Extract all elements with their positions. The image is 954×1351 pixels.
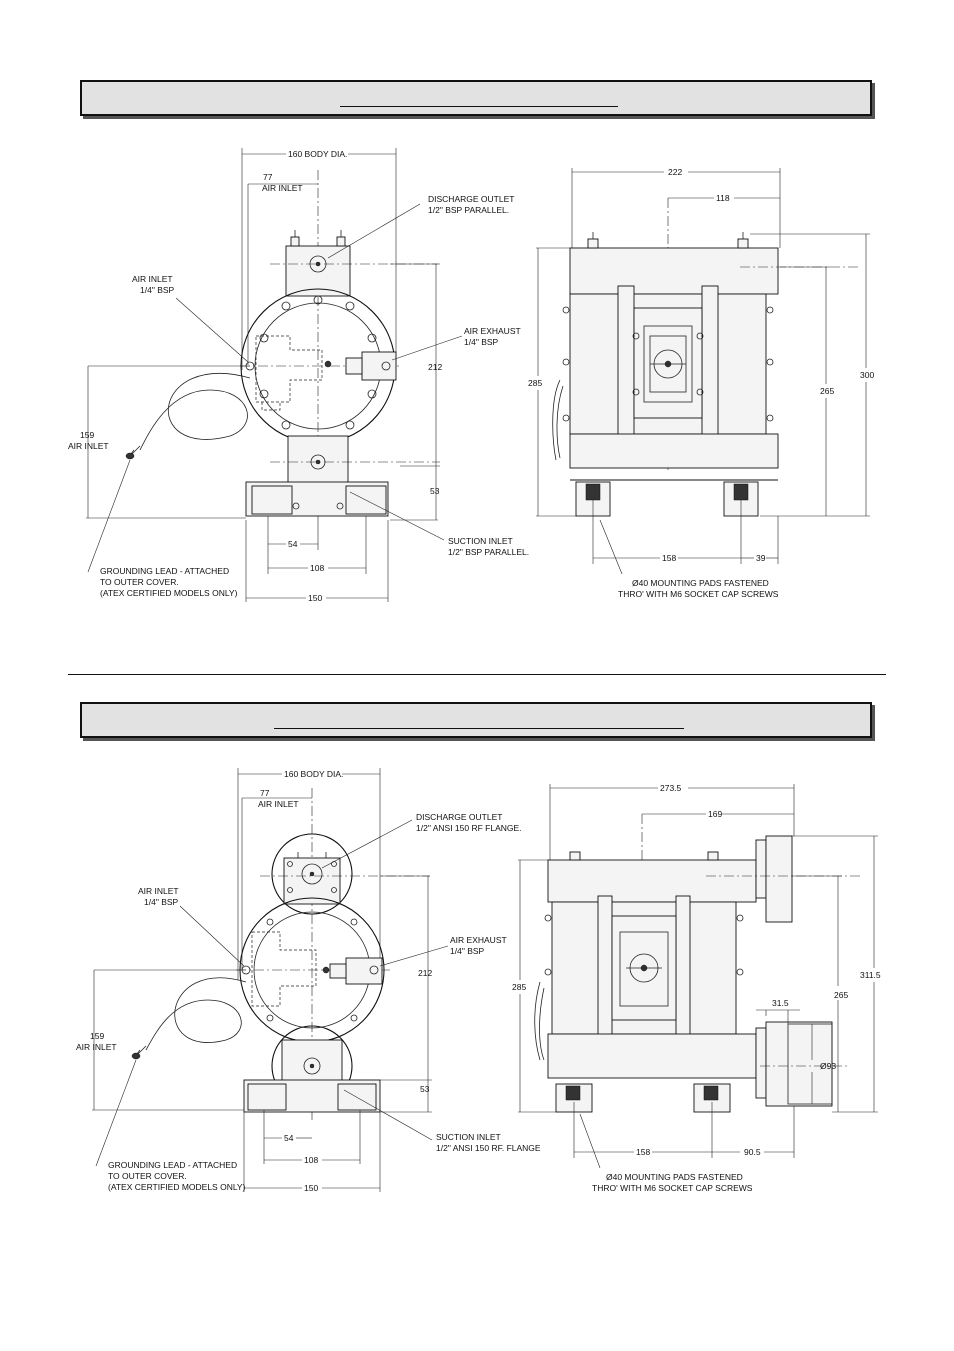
s1-150: 150 — [308, 593, 322, 603]
s1-77: 77 — [263, 172, 273, 182]
s1-pads-2: THRO' WITH M6 SOCKET CAP SCREWS — [618, 589, 779, 599]
section1-title-box — [80, 80, 872, 116]
s2-150: 150 — [304, 1183, 318, 1193]
s2-pads-1: Ø40 MOUNTING PADS FASTENED — [606, 1172, 743, 1182]
s1-exhaust-2: 1/4" BSP — [464, 337, 499, 347]
s2-273: 273.5 — [660, 783, 682, 793]
s1-39: 39 — [756, 553, 766, 563]
s1-ground-2: TO OUTER COVER. — [100, 577, 179, 587]
section-separator — [68, 674, 886, 675]
s2-93: Ø93 — [820, 1061, 836, 1071]
s1-159-label: AIR INLET — [68, 441, 109, 451]
s1-ground-1: GROUNDING LEAD - ATTACHED — [100, 566, 229, 576]
s1-285: 285 — [528, 378, 542, 388]
s1-suction-1: SUCTION INLET — [448, 536, 513, 546]
s2-31: 31.5 — [772, 998, 789, 1008]
s2-90: 90.5 — [744, 1147, 761, 1157]
s1-ground-3: (ATEX CERTIFIED MODELS ONLY) — [100, 588, 238, 598]
s1-exhaust-1: AIR EXHAUST — [464, 326, 521, 336]
s2-77: 77 — [260, 788, 270, 798]
s2-exhaust-2: 1/4" BSP — [450, 946, 485, 956]
s1-265: 265 — [820, 386, 834, 396]
s2-159-label: AIR INLET — [76, 1042, 117, 1052]
s1-54: 54 — [288, 539, 298, 549]
s2-discharge-1: DISCHARGE OUTLET — [416, 812, 502, 822]
s2-77-label: AIR INLET — [258, 799, 299, 809]
s1-discharge-1: DISCHARGE OUTLET — [428, 194, 514, 204]
s2-discharge-2: 1/2" ANSI 150 RF FLANGE. — [416, 823, 522, 833]
s2-169: 169 — [708, 809, 722, 819]
s1-pads-1: Ø40 MOUNTING PADS FASTENED — [632, 578, 769, 588]
s2-pads-2: THRO' WITH M6 SOCKET CAP SCREWS — [592, 1183, 753, 1193]
s1-77-label: AIR INLET — [262, 183, 303, 193]
s2-158: 158 — [636, 1147, 650, 1157]
s1-suction-2: 1/2" BSP PARALLEL. — [448, 547, 529, 557]
section1-title-underline — [340, 106, 618, 107]
s2-212: 212 — [418, 968, 432, 978]
s2-ground-3: (ATEX CERTIFIED MODELS ONLY) — [108, 1182, 246, 1192]
s2-suction-1: SUCTION INLET — [436, 1132, 501, 1142]
s1-airinlet-2: 1/4" BSP — [140, 285, 175, 295]
s2-airinlet-1: AIR INLET — [138, 886, 179, 896]
section1-front-view: 160 BODY DIA. 77 AIR INLET — [68, 148, 529, 603]
s2-54: 54 — [284, 1133, 294, 1143]
s1-discharge-2: 1/2" BSP PARALLEL. — [428, 205, 509, 215]
section2-front-view: 160 BODY DIA. 77 AIR INLET — [76, 768, 541, 1193]
s2-311: 311.5 — [860, 970, 881, 980]
s1-airinlet-1: AIR INLET — [132, 274, 173, 284]
s1-158: 158 — [662, 553, 676, 563]
s2-suction-2: 1/2" ANSI 150 RF. FLANGE — [436, 1143, 541, 1153]
section1-side-view: 222 118 — [528, 167, 874, 599]
s2-ground-1: GROUNDING LEAD - ATTACHED — [108, 1160, 237, 1170]
section2-title-box — [80, 702, 872, 738]
section2-title-underline — [274, 728, 684, 729]
s2-airinlet-2: 1/4" BSP — [144, 897, 179, 907]
s1-159: 159 — [80, 430, 94, 440]
s2-159: 159 — [90, 1031, 104, 1041]
s1-300: 300 — [860, 370, 874, 380]
section2-side-view: 273.5 169 — [512, 783, 881, 1193]
s2-body-dia: 160 BODY DIA. — [284, 769, 343, 779]
s1-118: 118 — [716, 193, 730, 203]
section2-drawing: 160 BODY DIA. 77 AIR INLET — [76, 768, 881, 1193]
s2-265: 265 — [834, 990, 848, 1000]
section1-drawing: 160 BODY DIA. 77 AIR INLET — [68, 148, 874, 603]
s2-108: 108 — [304, 1155, 318, 1165]
s2-53: 53 — [420, 1084, 430, 1094]
s1-53: 53 — [430, 486, 440, 496]
s2-285: 285 — [512, 982, 526, 992]
s1-body-dia: 160 BODY DIA. — [288, 149, 347, 159]
s2-ground-2: TO OUTER COVER. — [108, 1171, 187, 1181]
s1-222: 222 — [668, 167, 682, 177]
s1-108: 108 — [310, 563, 324, 573]
s1-212: 212 — [428, 362, 442, 372]
s2-exhaust-1: AIR EXHAUST — [450, 935, 507, 945]
